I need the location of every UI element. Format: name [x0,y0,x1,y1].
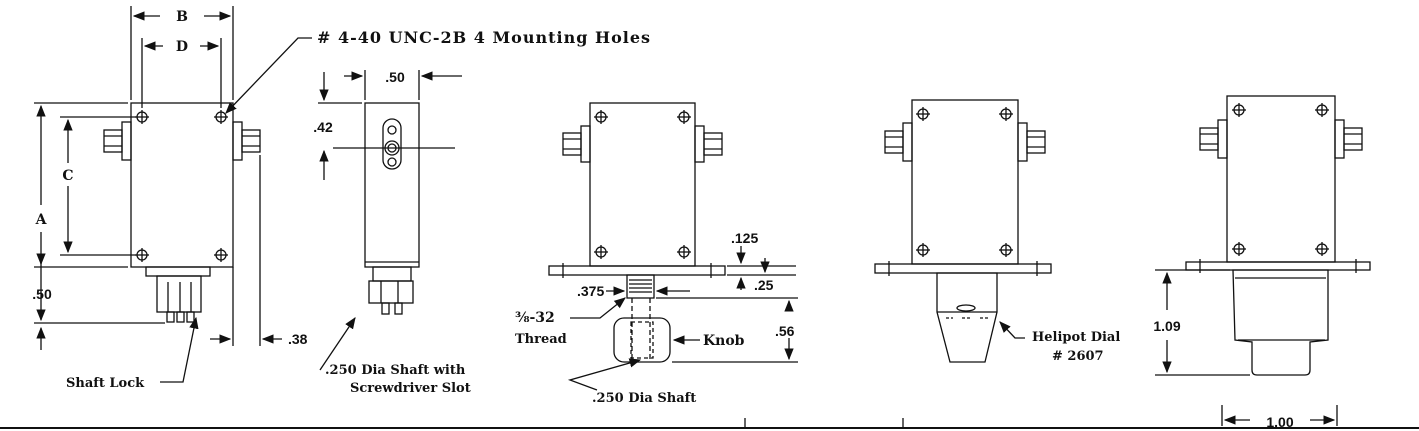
mounting-holes-label: # 4-40 UNC-2B 4 Mounting Holes [317,28,651,47]
mounting-hole-icon [135,248,149,262]
connector-left [1199,119,1228,159]
bushing [145,266,211,277]
large-knob [1232,269,1329,376]
mounting-panel [548,265,726,276]
housing-body [130,102,234,268]
mounting-panel [874,263,1052,274]
dim-label-bushing-height: .25 [754,277,774,293]
shaft-label: .250 Dia Shaft [592,391,696,406]
mounting-hole-icon [594,245,608,259]
housing-helipot-view [911,99,1019,265]
mounting-hole-icon [677,245,691,259]
dim-label-a: A [35,212,48,228]
shaft-lock-label: Shaft Lock [66,376,145,391]
dim-label-panel-thickness: .125 [731,230,758,246]
dim-label-connector-offset: .42 [313,119,333,135]
housing-side [364,102,420,268]
view-knob [548,102,798,391]
mounting-hole-icon [214,248,228,262]
mounting-hole-icon [1315,103,1329,117]
threaded-bushing [626,274,655,299]
dim-label-large-knob-width: 1.00 [1266,414,1293,430]
mounting-hole-icon [1232,103,1246,117]
dim-label-b: B [176,9,188,25]
mounting-hole-icon [594,110,608,124]
mounting-hole-icon [135,110,149,124]
mounting-hole-icon [214,110,228,124]
dim-label-d: D [176,39,188,55]
thread-label-1: ⅜-32 [515,310,555,326]
shaft-screwdriver-label-2: Screwdriver Slot [350,381,471,396]
view-large-knob [1155,95,1371,426]
connector-right [694,125,723,163]
helipot-label-2: # 2607 [1052,349,1104,364]
dim-label-large-knob-height: 1.09 [1153,318,1180,334]
dim-label-bushing-width: .375 [577,283,604,299]
housing-knob-view [589,102,696,267]
thread-label-2: Thread [515,332,567,347]
view-side [318,70,462,371]
dim-label-connector-depth: .38 [288,331,308,347]
mounting-hole-icon [916,107,930,121]
view-helipot [874,99,1052,363]
mounting-hole-icon [677,110,691,124]
mounting-hole-icon [916,243,930,257]
knob-label: Knob [703,333,745,349]
mounting-hole-icon [1232,242,1246,256]
connector-left [562,125,591,163]
knob [613,317,671,363]
mounting-hole-icon [1315,242,1329,256]
dim-label-bushing-length: .50 [32,286,52,302]
shaft-screwdriver-label-1: .250 Dia Shaft with [325,363,466,378]
connector-right [1334,119,1363,159]
mounting-panel [1185,261,1371,271]
connector-end [382,118,402,170]
view-front [34,6,312,383]
housing-large-knob-view [1226,95,1336,263]
connector-left [884,122,913,162]
connector-left [103,121,132,161]
dim-label-c: C [62,168,73,184]
mounting-hole-icon [999,243,1013,257]
dim-label-side-width: .50 [385,69,405,85]
helipot-label-1: Helipot Dial [1032,330,1120,345]
shaft-lock-nut [156,275,202,313]
dim-label-knob-height: .56 [775,323,795,339]
connector-right [1017,122,1046,162]
mounting-hole-icon [999,107,1013,121]
connector-right [232,121,261,161]
